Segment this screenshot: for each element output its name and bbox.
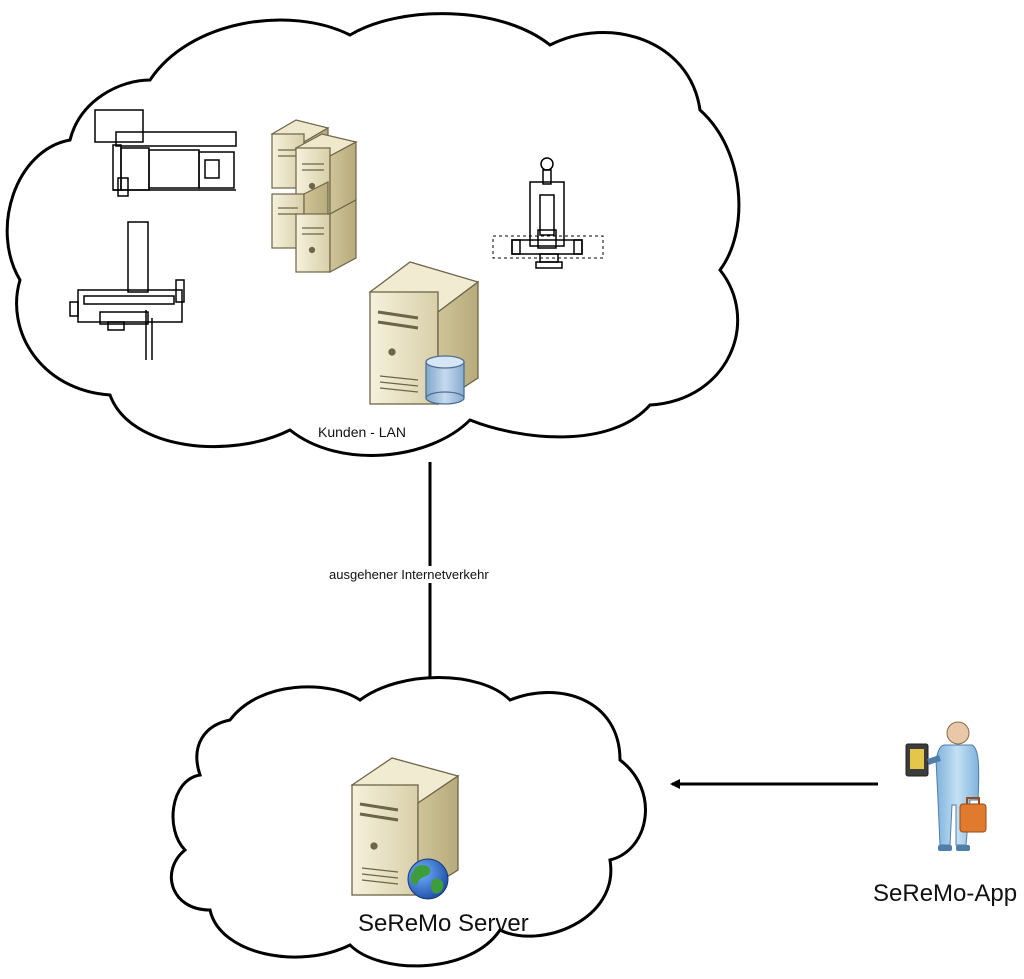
lan-cloud-label: Kunden - LAN [318, 424, 406, 440]
app-label: SeReMo-App [873, 880, 1018, 907]
server-cloud-label: SeReMo Server [358, 910, 529, 937]
machine-icon [69, 221, 185, 360]
outgoing-traffic-label: ausgehener Internetverkehr [327, 566, 491, 583]
machine-icon [94, 109, 237, 197]
server-rack-icon [270, 119, 358, 274]
lan-cloud [5, 12, 741, 457]
machine-icon [492, 157, 604, 269]
globe-icon [407, 858, 449, 900]
user-with-device-icon [905, 721, 987, 851]
database-server-icon [368, 261, 480, 406]
